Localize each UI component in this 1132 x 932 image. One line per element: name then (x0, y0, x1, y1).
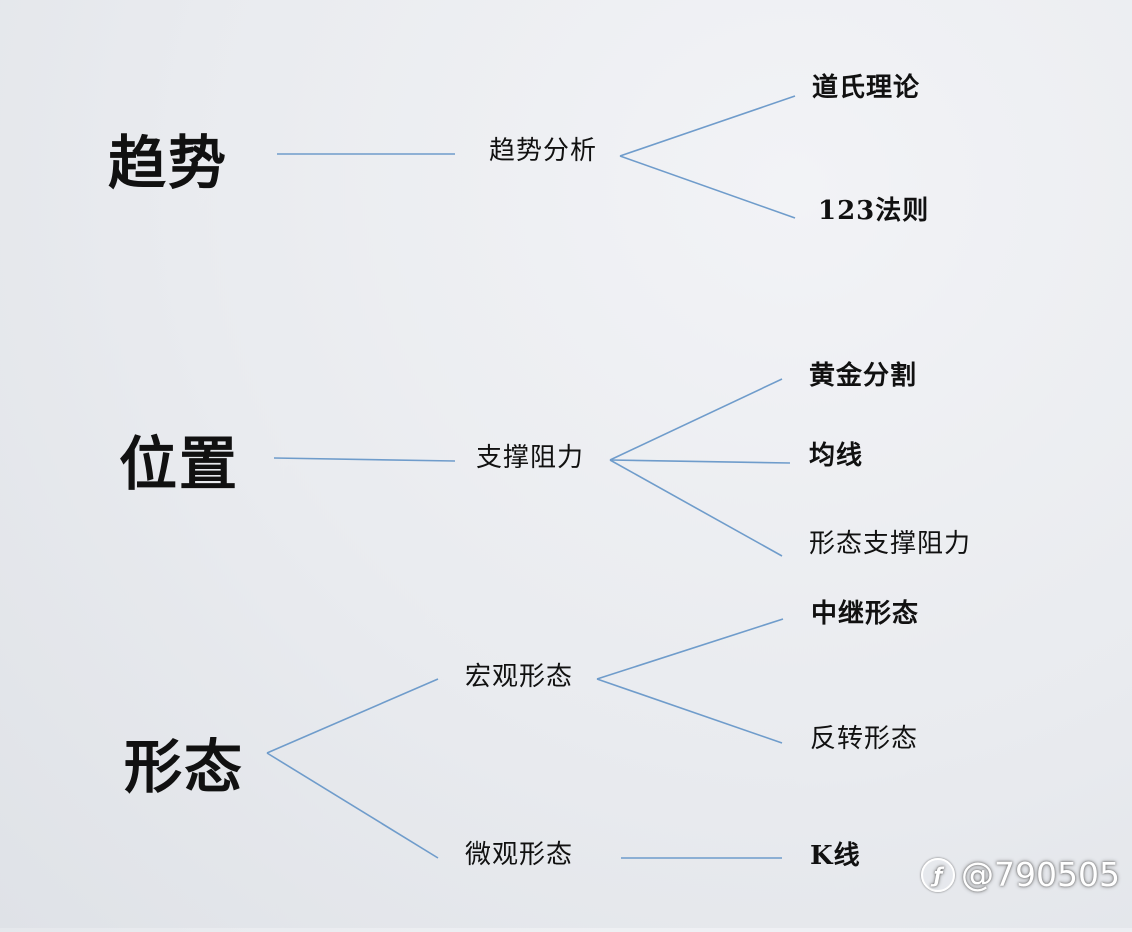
edge-support-to-pattern-sr (609, 459, 783, 557)
category-position: 位置 (119, 430, 240, 498)
edge-pattern-to-micro (266, 752, 439, 859)
node-pattern-support-resistance: 形态支撑阻力 (809, 529, 972, 559)
watermark: ƒ @790505 (921, 855, 1120, 894)
node-dow-theory: 道氏理论 (812, 73, 921, 103)
node-macro-pattern: 宏观形态 (465, 662, 574, 692)
watermark-text: @790505 (961, 855, 1120, 894)
node-support-resistance: 支撑阻力 (476, 443, 585, 473)
edge-macro-to-reversal (596, 678, 783, 744)
node-moving-average: 均线 (809, 441, 864, 471)
watermark-logo-icon: ƒ (921, 857, 956, 892)
edge-analysis-to-dow (619, 95, 796, 157)
node-continuation-pattern: 中继形态 (811, 599, 920, 629)
category-pattern: 形态 (124, 733, 245, 801)
edge-support-to-golden (609, 378, 783, 461)
node-micro-pattern: 微观形态 (465, 840, 574, 870)
node-trend-analysis: 趋势分析 (489, 136, 598, 166)
node-golden-ratio: 黄金分割 (809, 361, 918, 391)
edge-analysis-to-123 (619, 155, 796, 219)
edge-support-to-ma (609, 459, 791, 464)
node-reversal-pattern: 反转形态 (810, 724, 919, 754)
category-trend: 趋势 (108, 129, 229, 197)
edge-position-to-support (273, 457, 456, 462)
node-rule-123: 123法则 (818, 196, 930, 226)
node-k-line: K线 (810, 841, 861, 871)
edge-macro-to-continuation (596, 618, 784, 680)
edge-pattern-to-macro (266, 678, 439, 754)
